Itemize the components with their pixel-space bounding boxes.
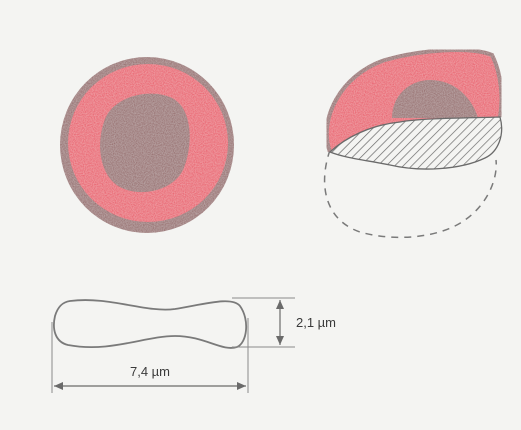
diameter-arrow-left	[54, 382, 63, 390]
diameter-arrow-right	[237, 382, 246, 390]
cell-top-view	[60, 57, 234, 233]
thickness-arrow-top	[276, 300, 284, 309]
cell-profile-view: 2,1 µm 7,4 µm	[52, 298, 336, 393]
profile-outline	[54, 300, 246, 348]
cell-section-view	[325, 50, 502, 237]
diameter-label: 7,4 µm	[130, 364, 170, 379]
thickness-arrow-bottom	[276, 336, 284, 345]
thickness-label: 2,1 µm	[296, 315, 336, 330]
cell-top-center-pale-zone	[100, 94, 190, 192]
